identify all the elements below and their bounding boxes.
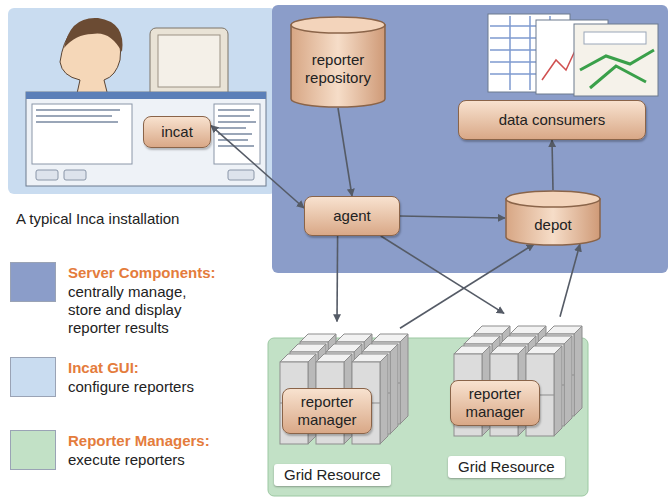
connector-arrow (336, 236, 338, 321)
window-titlebar (26, 92, 266, 99)
gui-panel (8, 8, 276, 194)
cylinder-top (291, 17, 385, 33)
connector-arrow (552, 140, 553, 190)
grid-resource: Grid Resource reporter manager (274, 318, 414, 488)
map-links (580, 50, 654, 88)
node-label: agent (333, 207, 371, 225)
legend-heading: Server Components: (68, 264, 216, 282)
legend-description: centrally manage, store and display repo… (68, 283, 218, 337)
agent-box: agent (304, 196, 400, 236)
legend-swatch (10, 357, 56, 397)
node-label: reporter manager (457, 385, 533, 421)
legend-swatch (10, 262, 56, 302)
cylinder-top (506, 191, 600, 207)
server-side (564, 336, 572, 426)
server-side (400, 334, 408, 424)
person-hair (64, 18, 123, 52)
legend-heading: Incat GUI: (68, 359, 139, 377)
screenshot-illustration (488, 14, 658, 96)
window-list (32, 104, 132, 164)
map-popup (584, 32, 646, 44)
server-side (380, 354, 388, 444)
server-panel (272, 5, 668, 273)
node-label: data consumers (499, 111, 606, 129)
legend-description: configure reporters (68, 378, 218, 396)
manager-box: reporter manager (450, 380, 540, 426)
connector-arrow (560, 244, 580, 316)
cylinder-body (291, 25, 385, 107)
window-frame (26, 92, 266, 186)
gui-window (26, 92, 266, 186)
connector-arrow (400, 216, 505, 218)
node-label: reporter manager (289, 393, 365, 429)
window-button (36, 170, 58, 180)
server-side (554, 346, 562, 436)
grid-resource: Grid Resource reporter manager (448, 310, 588, 480)
monitor (150, 28, 228, 98)
figure-caption: A typical Inca installation (16, 210, 179, 228)
legend-heading: Reporter Managers: (68, 432, 210, 450)
connector-arrow (338, 108, 352, 196)
legend-description: execute reporters (68, 451, 218, 469)
manager-box: reporter manager (282, 388, 372, 434)
reporter-panel (268, 338, 588, 496)
connector-arrow (211, 126, 304, 208)
window-button (228, 170, 254, 180)
connector-arrow (400, 244, 534, 328)
screenshot-map (574, 24, 658, 96)
repository-cylinder: reporter repository (290, 16, 386, 108)
window-button (64, 170, 86, 180)
resource-label: Grid Resource (274, 464, 391, 486)
node-label: reporter repository (297, 51, 379, 87)
monitor-screen (158, 35, 220, 87)
resource-label: Grid Resource (448, 456, 565, 478)
server-side (574, 326, 582, 416)
node-label: depot (534, 216, 572, 234)
node-label: incat (161, 123, 193, 141)
consumer-box: data consumers (458, 100, 646, 140)
gui-box: incat (143, 116, 211, 148)
depot-cylinder: depot (505, 190, 601, 246)
legend-swatch (10, 430, 56, 470)
server-side (390, 344, 398, 434)
